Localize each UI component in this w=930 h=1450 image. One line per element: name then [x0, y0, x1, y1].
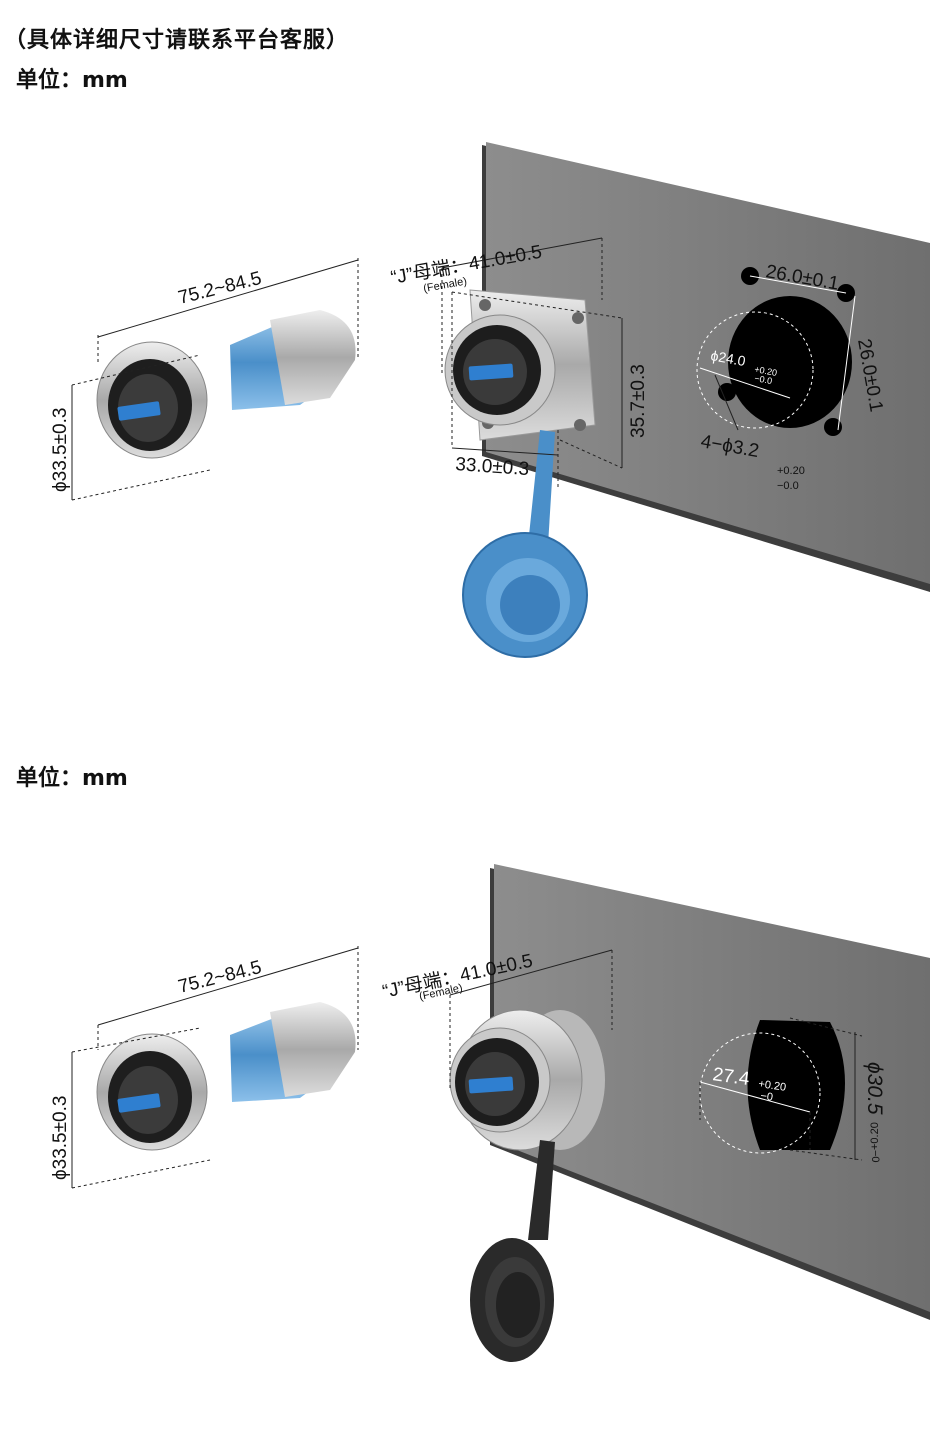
flat-tol-minus: −0 [760, 1090, 774, 1104]
panel-cutout [696, 267, 856, 436]
plug-connector-2 [96, 1002, 356, 1151]
cutout-diameter-dim: ϕ24.0 [709, 347, 747, 369]
unit-label: 单位：mm [16, 68, 128, 93]
cutout-diameter-dim-2: ϕ30.5 [863, 1062, 886, 1115]
figure-1: 75.2~84.5 ϕ33.5±0.3 “J”母端：41.0±0.5 (Fema… [50, 142, 930, 658]
mounting-panel [482, 142, 930, 592]
mount-tol-plus: +0.20 [777, 465, 805, 477]
cutout-tol-plus-2: +0.20 [869, 1122, 881, 1150]
flange-height-dim: 35.7±0.3 [628, 364, 649, 438]
plug-diameter-dim-2: ϕ33.5±0.3 [50, 1096, 71, 1180]
dust-cap-2 [470, 1140, 555, 1362]
cutout-tol-minus: −0.0 [754, 373, 773, 386]
contact-note: （具体详细尺寸请联系平台客服） [4, 28, 350, 53]
flat-tol-plus: +0.20 [758, 1078, 787, 1094]
mount-hole-icon [824, 418, 842, 436]
unit-label-2: 单位：mm [16, 766, 128, 791]
plug-diameter-dim: ϕ33.5±0.3 [50, 408, 71, 492]
cutout-tol-plus: +0.20 [754, 364, 778, 378]
mount-hole-icon [718, 383, 736, 401]
panel-cutout-2 [699, 1020, 845, 1154]
dust-cap [462, 430, 588, 658]
cutout-tol-minus-2: −0 [869, 1150, 881, 1163]
socket-round-2 [449, 1009, 605, 1151]
socket-flange [444, 289, 596, 441]
mount-tol-minus: −0.0 [777, 480, 799, 492]
plug-length-dim-2: 75.2~84.5 [176, 957, 264, 998]
mounting-panel-2 [490, 864, 930, 1320]
flat-width-dim: 27.4 [711, 1064, 751, 1090]
plug-connector [96, 310, 356, 459]
flange-width-dim: 33.0±0.3 [455, 454, 530, 480]
